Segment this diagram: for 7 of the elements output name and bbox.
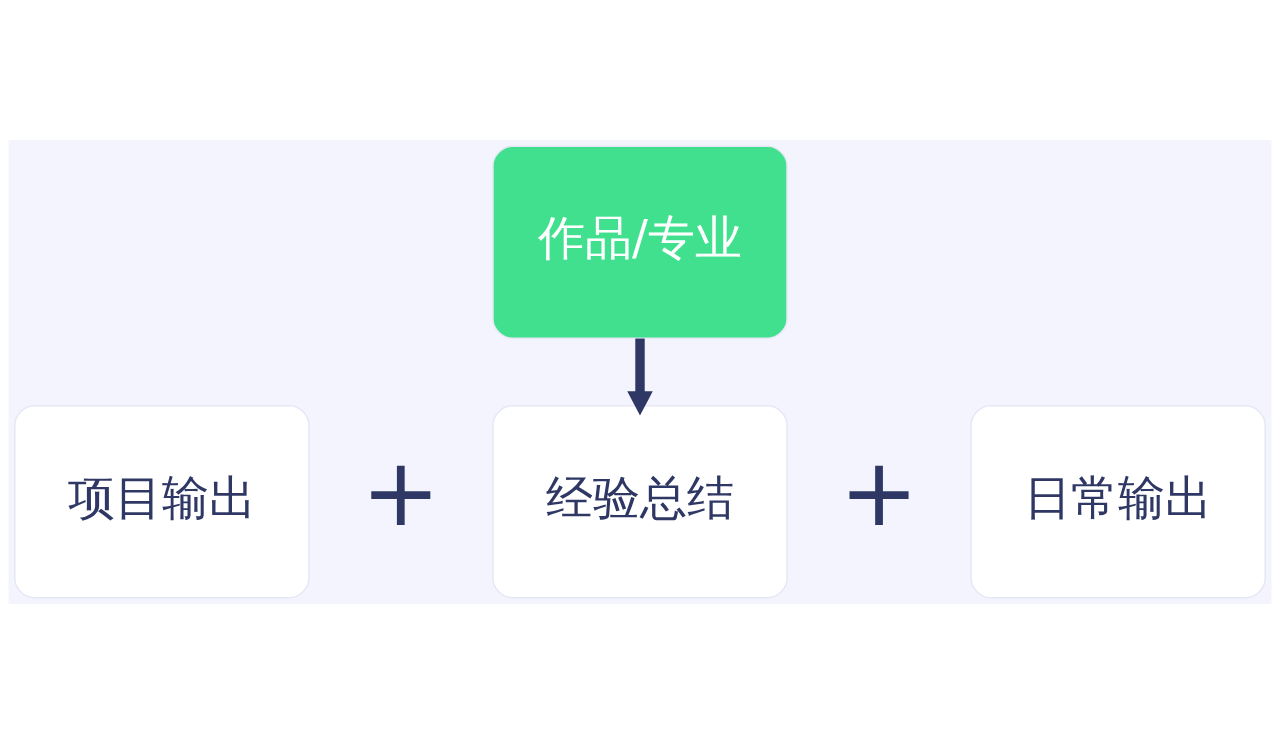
node-box: 经验总结 — [492, 405, 788, 599]
node-box: 日常输出 — [970, 405, 1266, 599]
arrow — [627, 338, 653, 416]
node-box: 项目输出 — [14, 405, 310, 599]
node-box: 作品/专业 — [492, 145, 788, 339]
label: + — [839, 437, 919, 548]
label: + — [361, 437, 441, 548]
